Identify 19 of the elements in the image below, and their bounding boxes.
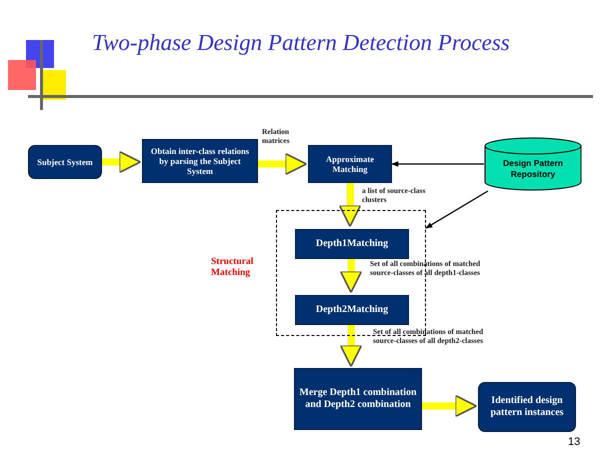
process-box: Approximate Matching bbox=[308, 145, 392, 183]
arrow bbox=[425, 190, 488, 229]
terminal-box: Subject System bbox=[28, 145, 102, 179]
process-box: Depth1Matching bbox=[295, 229, 409, 259]
page-number: 13 bbox=[568, 436, 580, 448]
process-box: Merge Depth1 combination and Depth2 combination bbox=[294, 368, 422, 430]
block-arrow bbox=[422, 394, 478, 418]
process-box: Depth2Matching bbox=[295, 295, 409, 325]
process-box: Obtain inter-class relations by parsing the Subject System bbox=[142, 139, 258, 183]
group-heading: Structural Matching bbox=[211, 257, 254, 280]
slide-title: Two-phase Design Pattern Detection Process bbox=[92, 30, 510, 56]
database-cylinder: Design Pattern Repository bbox=[484, 137, 582, 191]
block-arrow bbox=[340, 258, 362, 294]
arrow bbox=[391, 161, 484, 167]
block-arrow bbox=[258, 152, 308, 176]
terminal-box: Identified design pattern instances bbox=[478, 382, 576, 432]
block-arrow bbox=[338, 183, 362, 228]
block-arrow bbox=[340, 324, 362, 368]
block-arrow bbox=[102, 150, 142, 174]
